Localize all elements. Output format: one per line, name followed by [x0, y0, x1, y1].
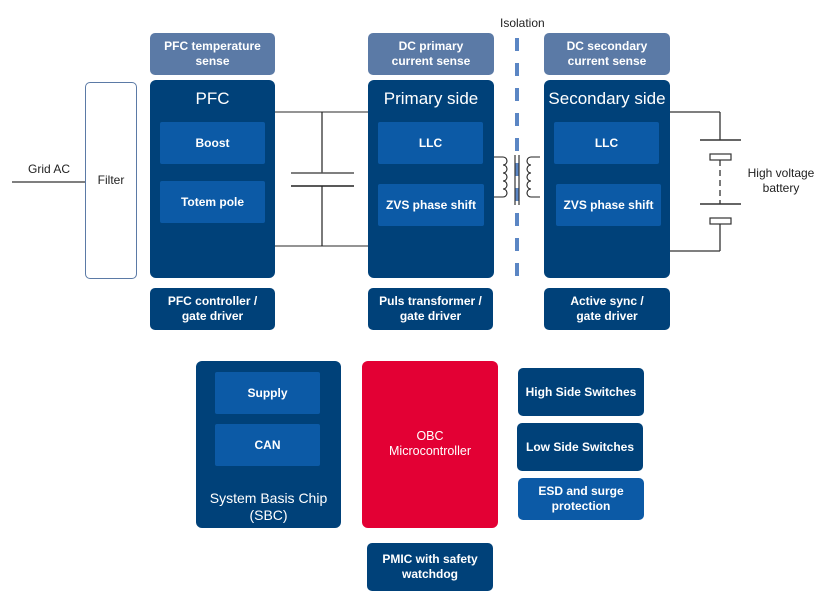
primary-llc-block[interactable]: LLC	[378, 122, 483, 164]
high-side-switches-label: High Side Switches	[525, 384, 637, 399]
transformer-icon	[494, 155, 540, 205]
filter-block[interactable]: Filter	[85, 82, 137, 279]
totem-pole-block[interactable]: Totem pole	[160, 181, 265, 223]
primary-side-title: Primary side	[383, 89, 479, 108]
high-side-switches-block[interactable]: High Side Switches	[518, 368, 644, 416]
battery-icon	[669, 111, 741, 252]
pfc-driver-label: PFC controller / gate driver	[167, 294, 258, 323]
low-side-switches-label: Low Side Switches	[525, 439, 635, 454]
battery-label: High voltage battery	[747, 166, 815, 195]
can-label: CAN	[254, 437, 281, 452]
sbc-title: System Basis Chip (SBC)	[209, 490, 328, 523]
esd-surge-protection-block[interactable]: ESD and surge protection	[518, 478, 644, 520]
isolation-label: Isolation	[500, 16, 545, 30]
secondary-driver-label: Active sync / gate driver	[570, 294, 644, 323]
capacitor-icon	[291, 112, 354, 246]
primary-zvs-label: ZVS phase shift	[385, 197, 477, 212]
supply-label: Supply	[247, 385, 288, 400]
esd-surge-protection-label: ESD and surge protection	[538, 484, 624, 513]
pfc-controller-gate-driver[interactable]: PFC controller / gate driver	[150, 288, 275, 330]
obc-microcontroller-block[interactable]: OBC Microcontroller	[362, 361, 498, 528]
pfc-block[interactable]: PFC Boost Totem pole	[150, 80, 275, 278]
secondary-llc-label: LLC	[594, 135, 619, 150]
active-sync-gate-driver[interactable]: Active sync / gate driver	[544, 288, 670, 330]
dc-secondary-current-sense-label: DC secondary current sense	[566, 39, 648, 68]
secondary-side-block[interactable]: Secondary side LLC ZVS phase shift	[544, 80, 670, 278]
primary-side-block[interactable]: Primary side LLC ZVS phase shift	[368, 80, 494, 278]
primary-zvs-block[interactable]: ZVS phase shift	[378, 184, 484, 226]
filter-label: Filter	[97, 173, 125, 187]
grid-ac-label: Grid AC	[27, 162, 70, 176]
obc-microcontroller-label: OBC Microcontroller	[389, 429, 471, 458]
secondary-llc-block[interactable]: LLC	[554, 122, 659, 164]
boost-label: Boost	[195, 135, 230, 150]
pfc-temperature-sense[interactable]: PFC temperature sense	[150, 33, 275, 75]
secondary-side-title: Secondary side	[548, 89, 666, 108]
puls-transformer-gate-driver[interactable]: Puls transformer / gate driver	[368, 288, 493, 330]
primary-llc-label: LLC	[418, 135, 443, 150]
dc-secondary-current-sense[interactable]: DC secondary current sense	[544, 33, 670, 75]
pfc-title: PFC	[195, 89, 230, 108]
supply-block[interactable]: Supply	[215, 372, 320, 414]
pmic-label: PMIC with safety watchdog	[382, 552, 478, 581]
totem-pole-label: Totem pole	[180, 194, 245, 209]
pfc-temperature-sense-label: PFC temperature sense	[164, 39, 261, 68]
secondary-zvs-block[interactable]: ZVS phase shift	[556, 184, 661, 226]
boost-block[interactable]: Boost	[160, 122, 265, 164]
system-basis-chip-block[interactable]: Supply CAN System Basis Chip (SBC)	[196, 361, 341, 528]
pmic-safety-watchdog-block[interactable]: PMIC with safety watchdog	[367, 543, 493, 591]
primary-driver-label: Puls transformer / gate driver	[379, 294, 482, 323]
dc-primary-current-sense-label: DC primary current sense	[391, 39, 471, 68]
low-side-switches-block[interactable]: Low Side Switches	[517, 423, 643, 471]
can-block[interactable]: CAN	[215, 424, 320, 466]
dc-primary-current-sense[interactable]: DC primary current sense	[368, 33, 494, 75]
secondary-zvs-label: ZVS phase shift	[563, 197, 654, 212]
